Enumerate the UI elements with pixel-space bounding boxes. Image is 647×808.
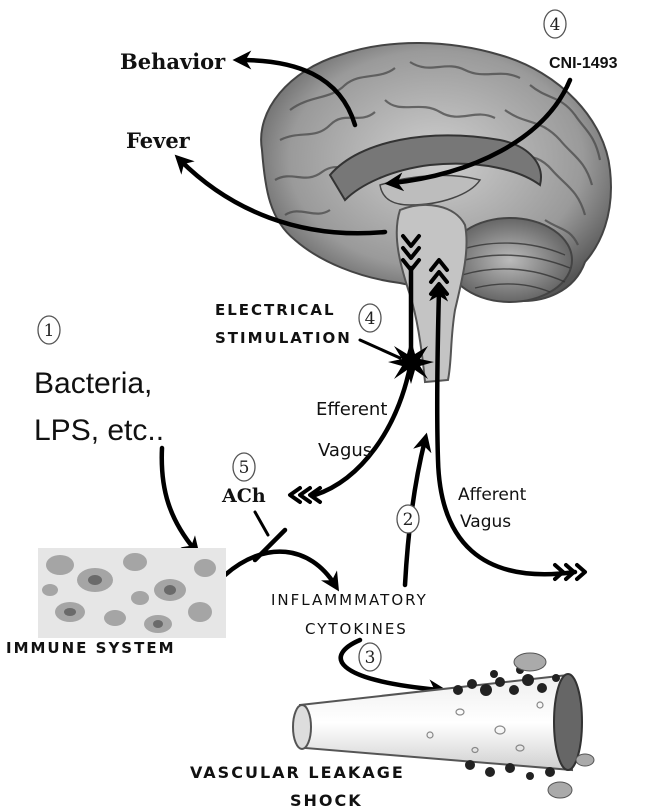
step-2: 2 <box>403 510 414 530</box>
vascular-label-line2: SHOCK <box>290 791 363 808</box>
step-3: 3 <box>365 648 376 668</box>
efferent-label-line2: Vagus <box>318 440 372 461</box>
bacteria-label-line1: Bacteria, <box>34 367 152 400</box>
cni-label: CNI-1493 <box>549 55 618 72</box>
bacteria-label-line2: LPS, etc.. <box>34 414 164 447</box>
efferent-label-line1: Efferent <box>316 399 387 420</box>
immune-cells-image <box>38 548 226 638</box>
ach-label: ACh <box>221 485 266 507</box>
step-1: 1 <box>44 321 55 341</box>
step-5: 5 <box>239 458 250 478</box>
afferent-label-line1: Afferent <box>458 485 527 505</box>
inflammatory-label-line2: CYTOKINES <box>305 620 408 638</box>
electrical-label-line1: ELECTRICAL <box>215 301 336 319</box>
afferent-label-line2: Vagus <box>460 512 511 532</box>
immune-system-label: IMMUNE SYSTEM <box>6 639 176 657</box>
behavior-label: Behavior <box>120 49 226 74</box>
vascular-label-line1: VASCULAR LEAKAGE <box>190 763 405 782</box>
step-4-mid: 4 <box>365 309 376 329</box>
fever-label: Fever <box>126 128 191 153</box>
electrical-label-line2: STIMULATION <box>215 329 352 347</box>
inflammatory-label-line1: INFLAMMMATORY <box>271 591 428 609</box>
step-4-top: 4 <box>550 15 561 35</box>
